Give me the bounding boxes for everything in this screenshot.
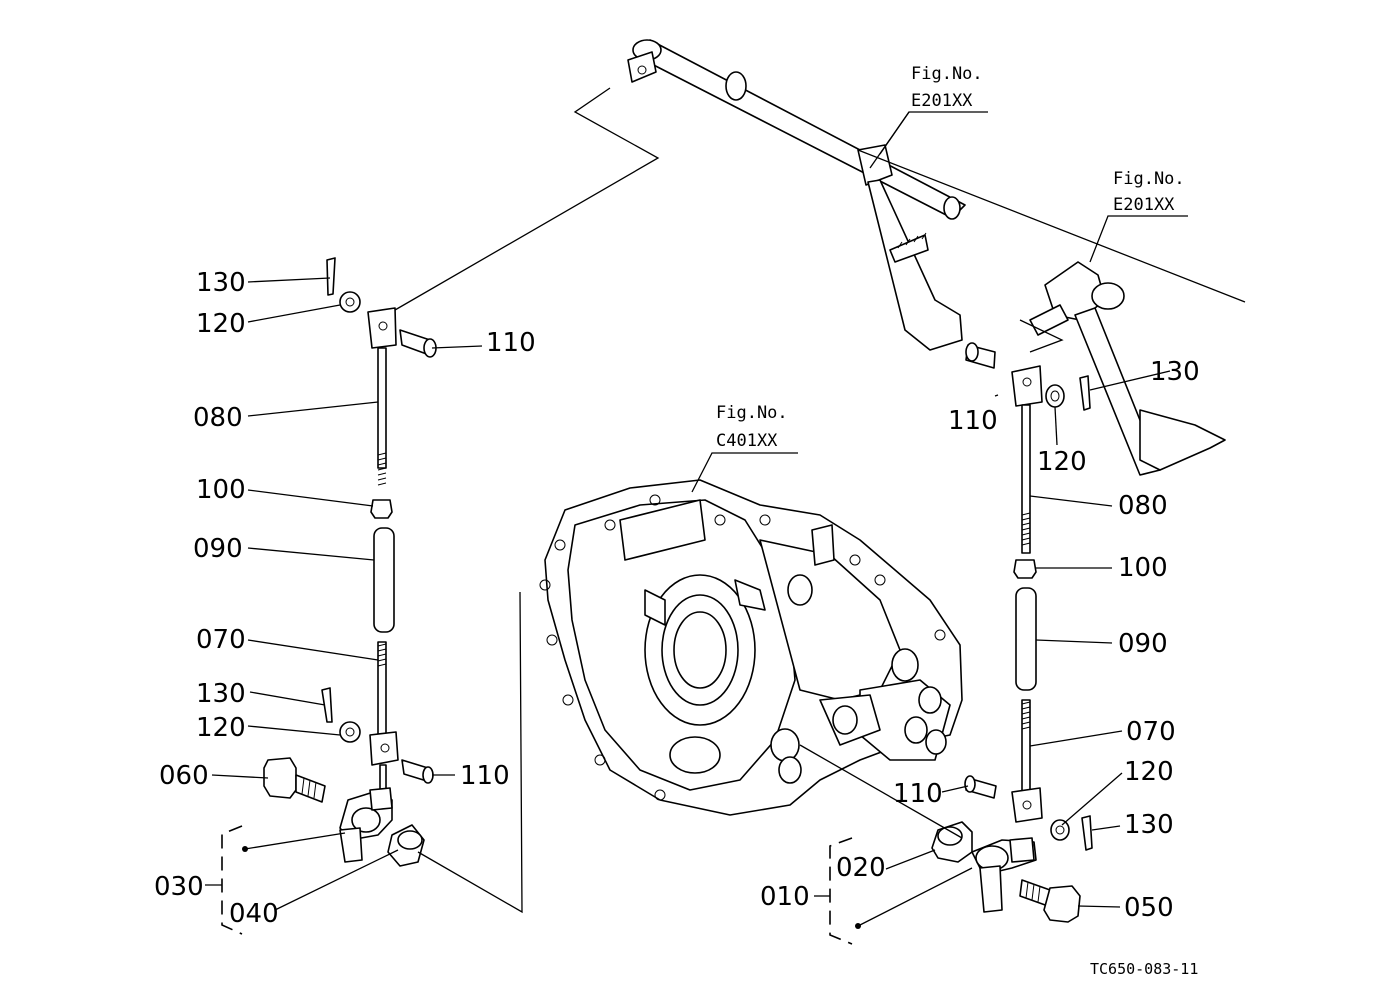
part-label: 130 [1150,357,1200,387]
right-rod-assembly [931,342,1093,923]
leader-lines [205,87,1246,945]
fig-ref-no-2: Fig.No. [1113,169,1185,189]
part-label: 010 [760,882,810,912]
fig-ref-code-1: E201XX [911,91,973,111]
part-label: 060 [159,761,209,791]
part-label: 110 [948,406,998,436]
fig-ref-no-1: Fig.No. [911,64,983,84]
fig-ref-code-2: E201XX [1113,195,1175,215]
fig-ref-no-3: Fig.No. [716,403,788,423]
pedal-shaft [627,39,966,351]
part-label: 080 [193,403,243,433]
part-label: 120 [196,309,246,339]
drawing-code: TC650-083-11 [1090,960,1198,978]
part-label: 090 [193,534,243,564]
part-label: 110 [486,328,536,358]
part-label: 120 [196,713,246,743]
part-label: 130 [1124,810,1174,840]
part-label: 080 [1118,491,1168,521]
part-label: 070 [196,625,246,655]
part-label: 100 [196,475,246,505]
part-label: 110 [893,779,943,809]
brake-pedal [1029,261,1226,476]
part-label: 120 [1124,757,1174,787]
part-label: 120 [1037,447,1087,477]
left-rod-assembly [263,257,437,867]
part-label: 110 [460,761,510,791]
transmission-housing [539,479,963,816]
part-label: 050 [1124,893,1174,923]
part-label: 040 [229,899,279,929]
fig-ref-code-3: C401XX [716,431,778,451]
part-label: 070 [1126,717,1176,747]
part-label: 100 [1118,553,1168,583]
part-label: 090 [1118,629,1168,659]
part-label: 020 [836,853,886,883]
part-label: 130 [196,268,246,298]
part-label: 030 [154,872,204,902]
part-label: 130 [196,679,246,709]
